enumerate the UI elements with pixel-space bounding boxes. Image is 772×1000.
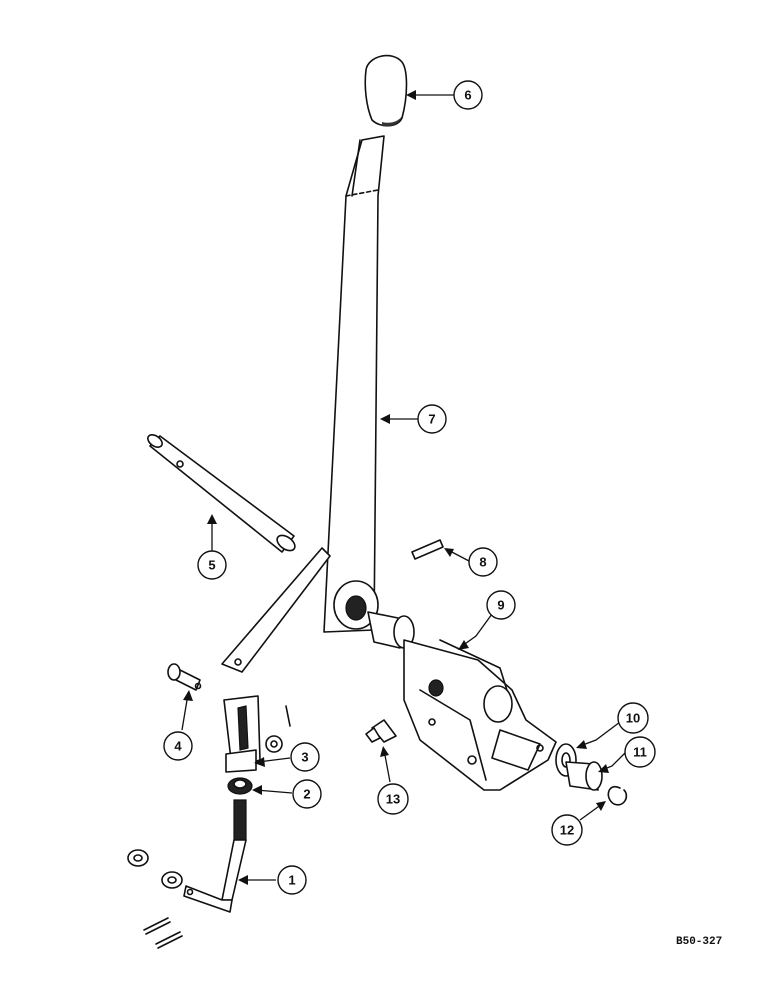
clevis-pin bbox=[167, 663, 202, 691]
callout-12: 12 bbox=[551, 814, 583, 846]
svg-text:13: 13 bbox=[386, 792, 400, 807]
callout-7: 7 bbox=[417, 404, 447, 434]
leader-lines bbox=[181, 90, 627, 885]
callout-8: 8 bbox=[468, 547, 498, 577]
svg-text:7: 7 bbox=[428, 412, 435, 427]
callout-6: 6 bbox=[453, 80, 483, 110]
svg-text:4: 4 bbox=[174, 739, 182, 754]
svg-text:9: 9 bbox=[497, 598, 504, 613]
snap-ring bbox=[607, 785, 628, 806]
callout-13: 13 bbox=[377, 783, 409, 815]
lever-knob bbox=[364, 54, 408, 127]
svg-text:10: 10 bbox=[626, 711, 640, 726]
roll-pin bbox=[411, 539, 444, 560]
callout-9: 9 bbox=[486, 590, 516, 620]
callout-11: 11 bbox=[624, 736, 656, 768]
jam-nut bbox=[227, 777, 253, 795]
svg-text:5: 5 bbox=[208, 558, 215, 573]
svg-text:8: 8 bbox=[479, 555, 486, 570]
bushing bbox=[565, 761, 603, 791]
callout-2: 2 bbox=[292, 779, 322, 809]
callout-4: 4 bbox=[163, 731, 193, 761]
linkage-rod bbox=[127, 799, 247, 949]
callout-3: 3 bbox=[290, 742, 320, 772]
clevis bbox=[223, 695, 291, 773]
callout-5: 5 bbox=[197, 550, 227, 580]
svg-text:1: 1 bbox=[288, 873, 295, 888]
long-pin bbox=[147, 434, 296, 553]
svg-text:2: 2 bbox=[303, 787, 310, 802]
svg-text:12: 12 bbox=[560, 823, 574, 838]
svg-text:11: 11 bbox=[633, 745, 647, 760]
pivot-bracket bbox=[333, 580, 557, 791]
grease-fitting bbox=[365, 719, 397, 743]
svg-text:3: 3 bbox=[301, 750, 308, 765]
lever-arm bbox=[221, 135, 385, 673]
callout-1: 1 bbox=[277, 865, 307, 895]
svg-text:6: 6 bbox=[464, 88, 471, 103]
figure-code: B50-327 bbox=[676, 936, 722, 948]
callout-10: 10 bbox=[617, 702, 649, 734]
